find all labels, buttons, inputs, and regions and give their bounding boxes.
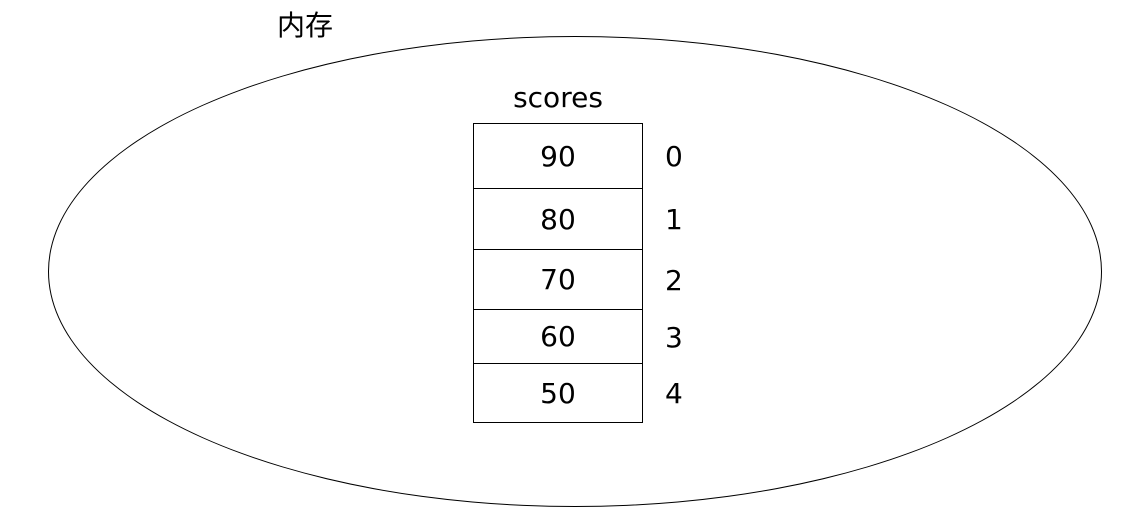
memory-boundary-ellipse	[48, 36, 1102, 507]
array-index-label: 0	[665, 139, 683, 173]
array-index-label: 1	[665, 203, 683, 236]
array-cell-value: 90	[540, 139, 576, 173]
array-cell-value: 50	[540, 376, 576, 410]
memory-label: 内存	[277, 9, 334, 42]
array-indices: 0 1 2 3 4	[665, 123, 695, 423]
array-name-label: scores	[513, 81, 603, 114]
array-cells: 90 80 70 60 50	[473, 123, 643, 423]
array-cell-value: 80	[540, 202, 576, 236]
array-cell: 60	[474, 310, 642, 364]
array-index-label: 4	[665, 377, 683, 410]
array-cell: 70	[474, 250, 642, 310]
array-cell: 50	[474, 364, 642, 422]
array-index-label: 3	[665, 320, 683, 354]
array-cell: 90	[474, 124, 642, 189]
array-cell: 80	[474, 189, 642, 250]
array-cell-value: 60	[540, 320, 576, 353]
array-cell-value: 70	[540, 263, 576, 296]
array-index-label: 2	[665, 263, 683, 297]
